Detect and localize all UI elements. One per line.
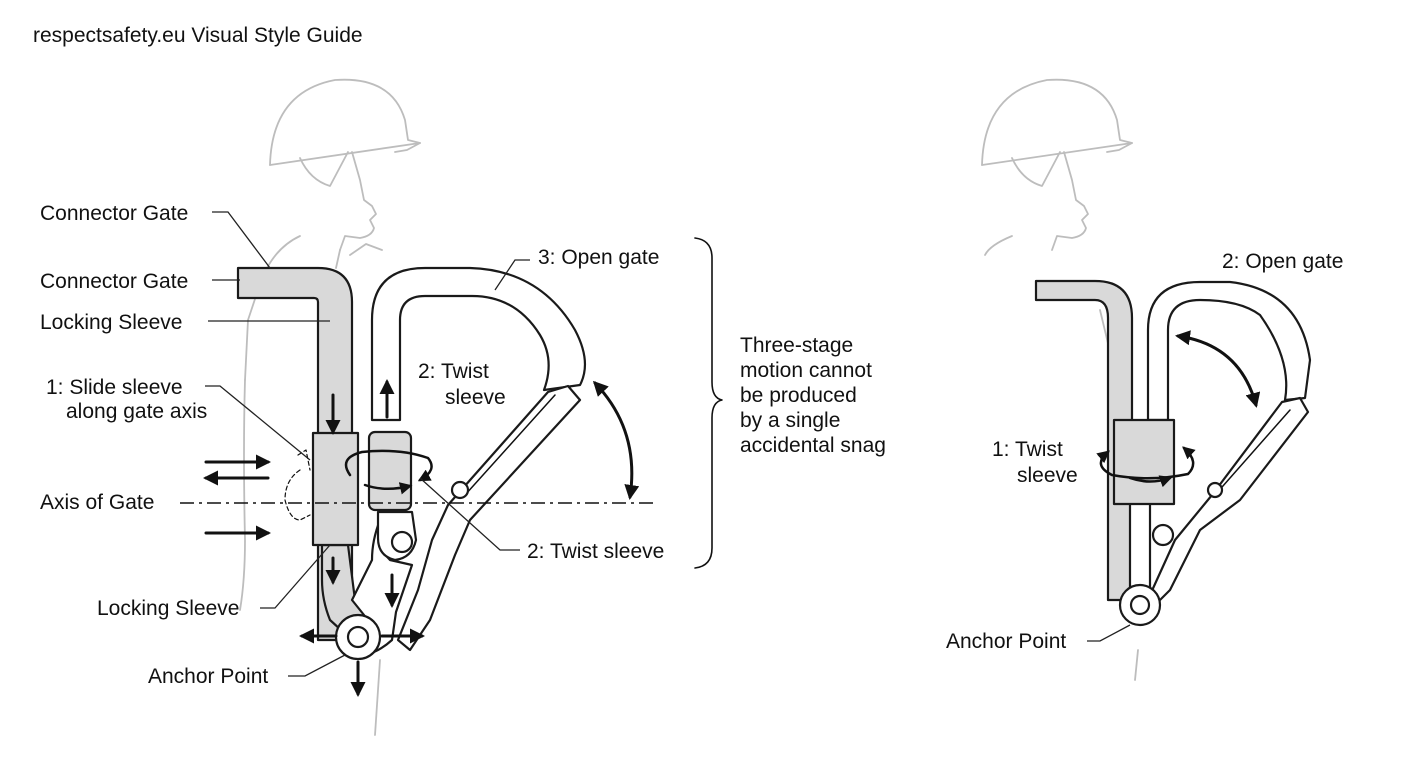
label-open-gate-right: 2: Open gate: [1222, 250, 1343, 273]
twist-sleeve-right: [1112, 418, 1176, 506]
label-locking-sleeve-bottom: Locking Sleeve: [97, 597, 239, 620]
bracket: [694, 237, 723, 569]
bracket-note-line: accidental snag: [740, 434, 886, 457]
hook-body-right: [1146, 280, 1312, 422]
sleeve-pivot-right: [1151, 523, 1175, 547]
motion-arrows-right: [1096, 330, 1261, 488]
bracket-note-line: motion cannot: [740, 359, 872, 382]
page-title: respectsafety.eu Visual Style Guide: [33, 24, 363, 47]
hook-gate-right: [1148, 396, 1310, 602]
label-twist-sleeve-1: 2: Twist: [418, 360, 489, 383]
bracket-note-line: by a single: [740, 409, 840, 432]
hook-body: [370, 266, 587, 422]
anchor-point-hole: [346, 625, 370, 649]
gate-rivet: [450, 480, 470, 500]
bracket-note: Three-stage motion cannot be produced by…: [740, 334, 886, 457]
label-twist-right-2: sleeve: [1017, 464, 1078, 487]
anchor-point-hole-right: [1129, 594, 1151, 616]
label-connector-gate-1: Connector Gate: [40, 202, 188, 225]
label-twist-sleeve-callout: 2: Twist sleeve: [527, 540, 664, 563]
locking-sleeve: [311, 431, 360, 547]
twist-sleeve: [367, 430, 413, 512]
label-locking-sleeve-top: Locking Sleeve: [40, 311, 182, 334]
bracket-note-line: be produced: [740, 384, 857, 407]
motion-arrows: [203, 379, 640, 697]
label-open-gate: 3: Open gate: [538, 246, 659, 269]
hand-sketch: [284, 449, 311, 521]
label-connector-gate-2: Connector Gate: [40, 270, 188, 293]
label-axis-of-gate: Axis of Gate: [40, 491, 154, 514]
gate-rivet-right: [1206, 481, 1224, 499]
label-slide-sleeve-1: 1: Slide sleeve: [46, 376, 183, 399]
sleeve-pivot: [390, 530, 414, 554]
bracket-note-line: Three-stage: [740, 334, 853, 357]
right-panel: 2: Open gate 1: Twist sleeve Anchor Poin…: [946, 78, 1343, 681]
worker-figure-left: [239, 78, 421, 736]
left-panel: Connector Gate Connector Gate Locking Sl…: [40, 78, 886, 736]
leader-anchor-right: [1087, 624, 1131, 642]
label-anchor-point: Anchor Point: [148, 665, 268, 688]
label-slide-sleeve-2: along gate axis: [66, 400, 207, 423]
label-twist-right-1: 1: Twist: [992, 438, 1063, 461]
label-anchor-point-right: Anchor Point: [946, 630, 1066, 653]
leader-lines: [205, 211, 530, 677]
hook-gate-lever: [396, 384, 582, 652]
label-twist-sleeve-2: sleeve: [445, 386, 506, 409]
